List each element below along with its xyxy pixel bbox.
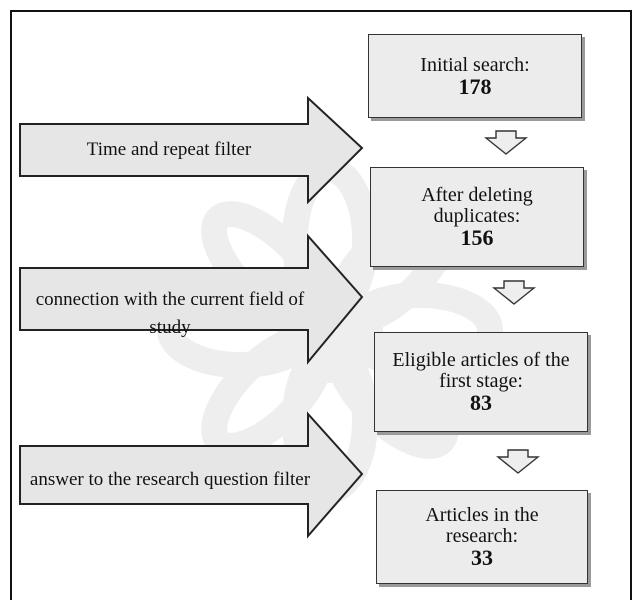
box-initial-search-value: 178	[458, 73, 492, 99]
box-after-deleting-label: After deleting duplicates:	[421, 184, 533, 227]
filter-arrow-2-label: connection with the current field of stu…	[35, 289, 305, 338]
box-eligible-value: 83	[470, 390, 492, 415]
box-research-label: Articles in the research:	[425, 504, 539, 547]
filter-arrow-2	[19, 233, 364, 365]
down-arrow-icon	[496, 449, 540, 474]
box-initial-search-label: Initial search:	[420, 53, 530, 76]
box-eligible-label: Eligible articles of the first stage:	[392, 349, 570, 392]
box-research-value: 33	[471, 545, 493, 570]
diagram-frame	[10, 10, 632, 600]
filter-arrow-1-label: Time and repeat filter	[86, 139, 252, 160]
filter-arrow-3-label: answer to the research question filter	[29, 469, 311, 490]
down-arrow-icon	[492, 280, 536, 305]
down-arrow-icon	[484, 130, 528, 155]
box-eligible-articles: Eligible articles of the first stage: 83	[374, 332, 588, 432]
box-after-deleting-duplicates: After deleting duplicates: 156	[370, 167, 584, 267]
filter-arrow-3	[19, 411, 364, 539]
filter-arrow-1	[19, 95, 364, 205]
box-initial-search: Initial search: 178	[368, 34, 582, 118]
box-after-deleting-value: 156	[460, 225, 494, 250]
box-articles-in-research: Articles in the research: 33	[376, 490, 588, 584]
